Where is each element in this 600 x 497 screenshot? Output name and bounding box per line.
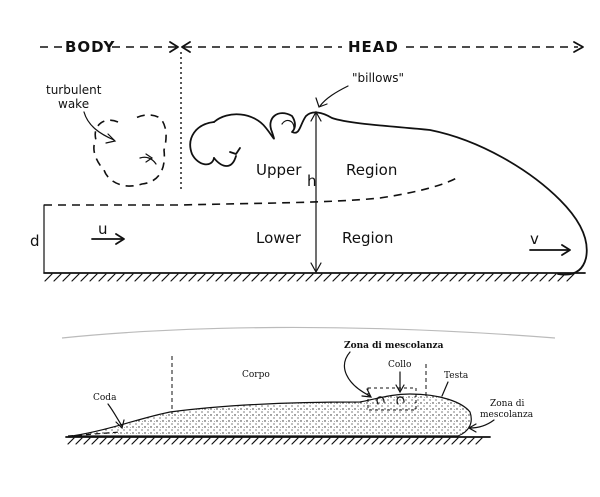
turbulent-wake-outline — [93, 114, 167, 187]
turbulent-wake-label-line1: turbulent — [46, 83, 102, 97]
body-section-label: BODY — [65, 38, 116, 56]
wake-pointer-arrow — [83, 111, 115, 141]
head-height-dimension — [310, 110, 322, 274]
mixing-zone-box — [367, 387, 417, 411]
bottom-ground-hatching — [67, 437, 483, 445]
wake-swirl-arrow — [139, 156, 157, 165]
coda-label: Coda — [93, 393, 117, 403]
lower-region-label-2: Region — [342, 229, 393, 247]
section-header-arrows — [40, 41, 584, 53]
collo-curl-2 — [396, 396, 405, 405]
upper-region-label-2: Region — [346, 161, 397, 179]
billows-pointer — [319, 85, 349, 107]
upper-lower-interface — [44, 175, 461, 206]
zona-right-pointer — [469, 419, 495, 429]
collo-label: Collo — [388, 360, 411, 370]
collo-curl-1 — [376, 396, 385, 405]
h-label: h — [307, 172, 317, 190]
bottom-gravity-current-sketch: Coda Corpo Zona di mescolanza Collo Test… — [61, 326, 556, 445]
upper-swirl — [213, 155, 237, 167]
billow-left — [189, 121, 215, 166]
bottom-upper-boundary — [61, 326, 556, 339]
d-label: d — [30, 232, 40, 250]
top-gravity-current-sketch: BODY HEAD turbulent wake "billows" Upper… — [30, 38, 588, 282]
gravity-current-body — [71, 393, 472, 437]
billow-curl — [281, 119, 295, 129]
upper-region-label-1: Upper — [256, 161, 302, 179]
turbulent-wake-label-line2: wake — [58, 97, 89, 111]
coda-pointer — [107, 403, 123, 427]
head-outline — [213, 111, 588, 276]
u-label: u — [98, 220, 108, 238]
zona-top-pointer — [343, 351, 371, 397]
testa-label: Testa — [444, 371, 469, 381]
head-section-label: HEAD — [348, 38, 399, 56]
corpo-label: Corpo — [242, 370, 270, 380]
zona-mescolanza-right-label-1: Zona di — [490, 399, 524, 409]
zona-mescolanza-right-label-2: mescolanza — [480, 410, 534, 420]
testa-pointer — [441, 381, 449, 397]
top-ground-hatching — [44, 273, 575, 282]
v-label: v — [530, 230, 539, 248]
billows-label: "billows" — [352, 71, 404, 85]
zona-mescolanza-top-label: Zona di mescolanza — [344, 341, 444, 351]
lower-region-label-1: Lower — [256, 229, 302, 247]
